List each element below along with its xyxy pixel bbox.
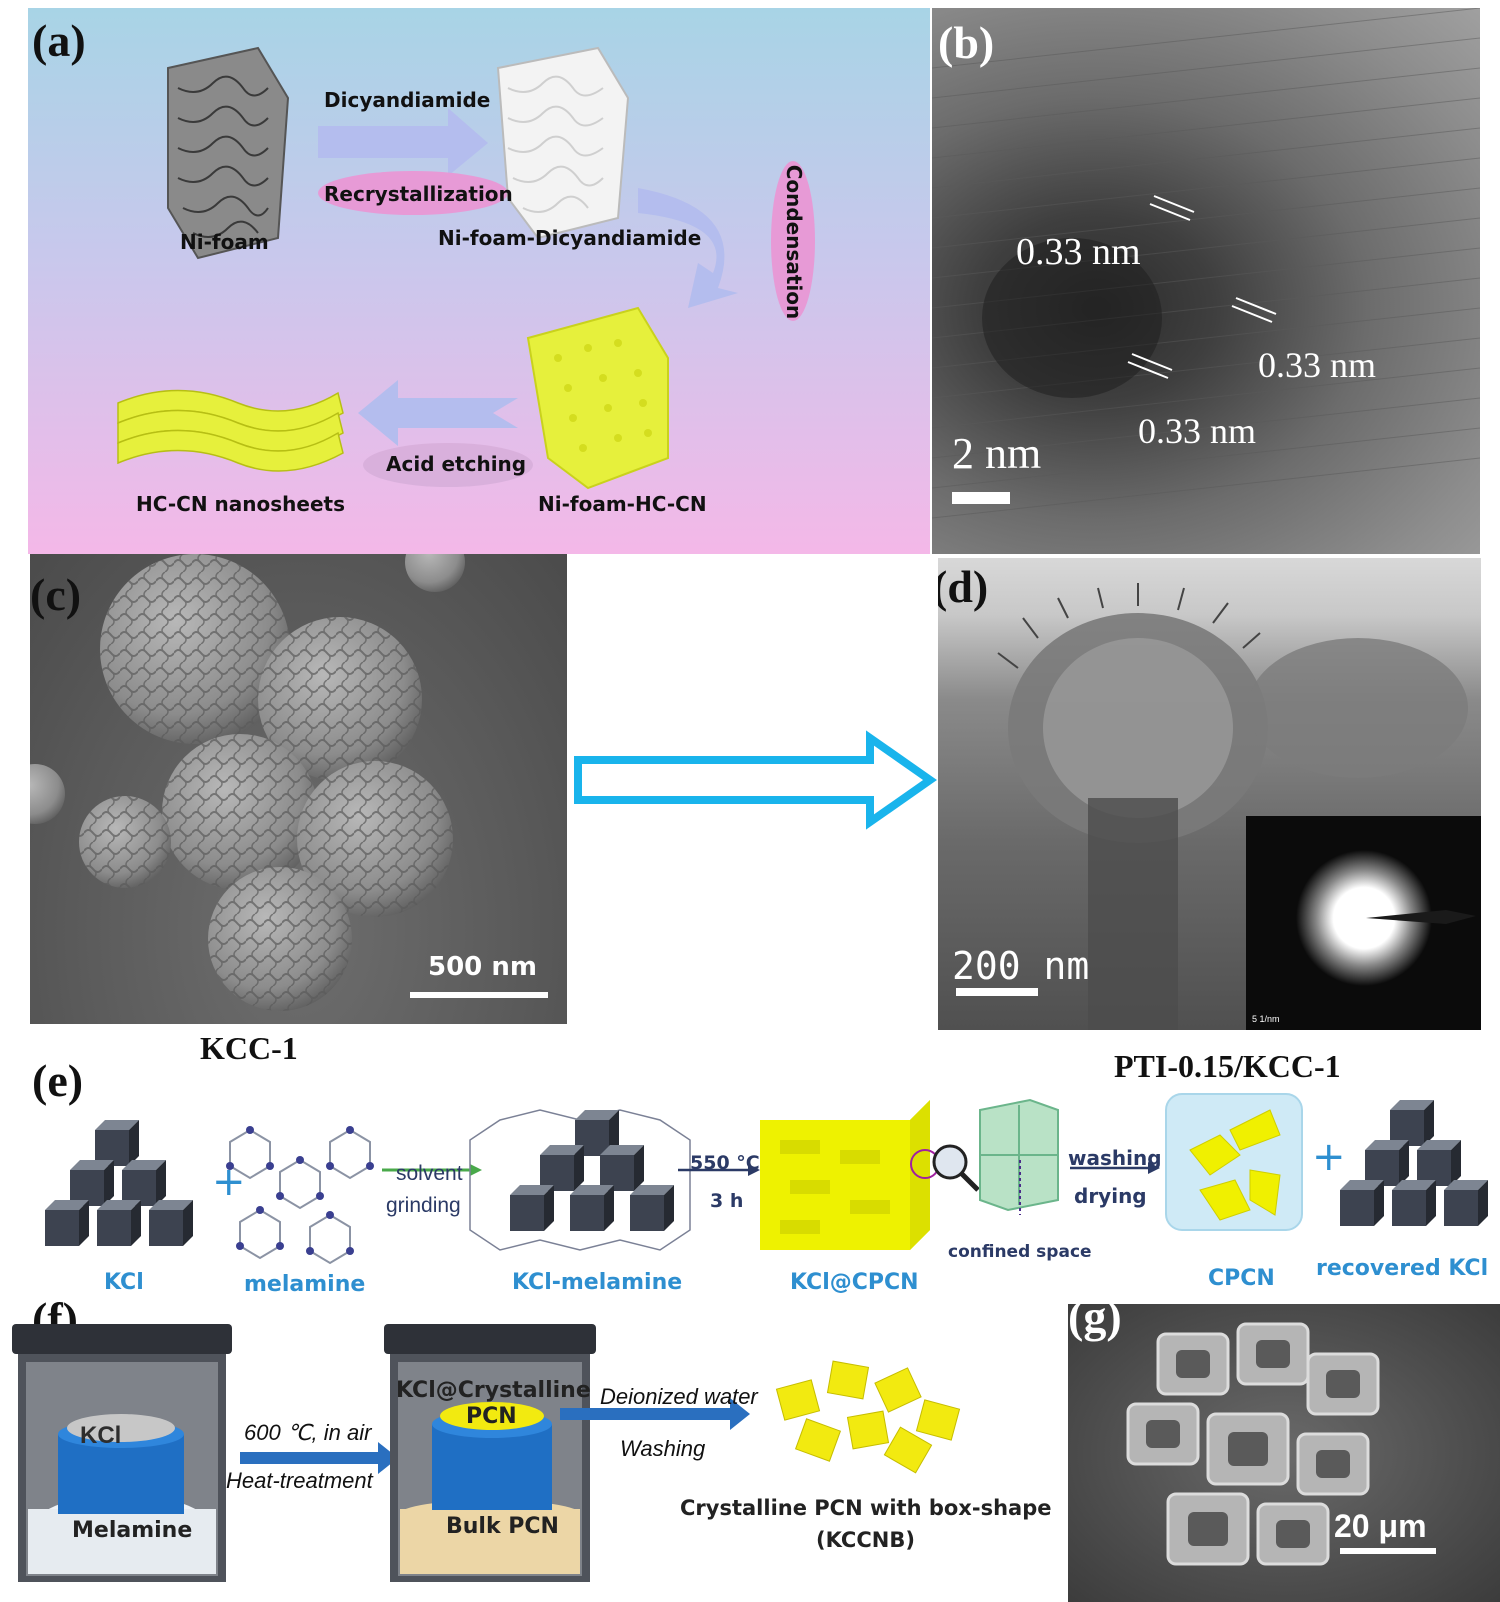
e-washing-label: washing [1068,1146,1162,1170]
panel-d-scale-text: 200 nm [952,944,1090,988]
panel-g-label: (g) [1068,1304,1122,1342]
arrow-recrystallization [318,108,488,176]
panel-g-scale-bar [1340,1548,1436,1554]
ni-foam-block [167,46,290,260]
hccn-nanosheets [117,389,344,472]
saed-scale-text: 5 1/nm [1252,1014,1280,1024]
f-bulk-label: Bulk PCN [446,1514,559,1539]
panel-d-spikes [997,583,1261,669]
panel-a: (a) Ni-foam Dicyandiamide Recrystallizat… [28,8,930,554]
panel-b-scale-text: 2 nm [952,429,1042,478]
arrow-washing-f [560,1398,750,1430]
e-grinding-label: grinding [386,1194,461,1217]
arrow-condensation [638,188,738,308]
kccnb-boxes [775,1360,961,1474]
recrystallization-oval [318,171,508,215]
panel-c-scale-bar [410,992,548,998]
panel-b-lattice [932,8,1480,519]
f-washing-label: Washing [620,1436,706,1461]
panel-b-label: (b) [938,17,995,68]
melamine-atoms [226,1126,374,1255]
caption-pti-kcc1: PTI-0.15/KCC-1 [1114,1048,1341,1084]
condensation-oval [771,161,815,321]
panel-d-structure [997,583,1468,1030]
label-acid-etching: Acid etching [386,452,527,476]
panel-f-diagram [12,1324,961,1582]
spacing-label-3: 0.33 nm [1138,411,1257,451]
saed-inset: 5 1/nm [1246,816,1481,1030]
panel-e-label: (e) [32,1055,84,1106]
recovered-kcl-cubes [1340,1100,1488,1226]
f-kcl-crystalline-label: KCl@Crystalline [396,1378,591,1403]
f-di-water-label: Deionized water [600,1384,758,1409]
label-dicyandiamide: Dicyandiamide [324,88,491,112]
cpcn-box [1165,1093,1303,1231]
magnifier-icon [932,1144,968,1180]
caption-kcc1: KCC-1 [200,1030,298,1066]
e-time-label: 3 h [710,1190,744,1212]
panel-g-sem: (g) 20 μm [1068,1304,1500,1602]
confined-space-cube [979,1098,1059,1215]
panel-b-hrtem: (b) 0.33 nm 0.33 nm 0.33 nm 2 nm [932,8,1480,554]
label-ni-foam: Ni-foam [180,230,269,254]
label-ni-foam-hccn: Ni-foam-HC-CN [538,492,707,516]
arrow-heat [240,1442,398,1474]
f-kcl-label: KCl [80,1422,122,1449]
saed-pattern [1296,850,1476,986]
panel-c-sem: (c) 500 nm [30,554,567,1024]
arrow-acid-etching [358,380,518,446]
jar-before [12,1324,232,1582]
ni-foam-hccn-block [526,306,669,490]
spacing-label-2: 0.33 nm [1258,345,1377,385]
arrow-c-to-d [574,730,937,830]
f-product-line2: (KCCNB) [816,1528,915,1552]
f-pcn-label: PCN [466,1404,517,1429]
e-temp-label: 550 °C [690,1152,760,1174]
lattice-markers [1127,195,1277,379]
kcl-melamine-cluster [469,1109,691,1251]
e-recovered-label: recovered KCl [1316,1256,1489,1281]
panel-b-scale-bar [952,492,1010,504]
acid-etching-oval [363,443,533,487]
label-ni-foam-dicyandiamide: Ni-foam-Dicyandiamide [438,226,702,250]
panel-c-label: (c) [30,569,82,620]
panel-c-scale-text: 500 nm [428,952,537,982]
label-hccn-nanosheets: HC-CN nanosheets [136,492,346,516]
panel-d-scale-overlay [956,988,1038,996]
label-condensation: Condensation [782,164,806,320]
jar-after [384,1324,596,1582]
e-drying-label: drying [1074,1184,1147,1208]
spacing-label-1: 0.33 nm [1016,231,1141,273]
e-kcl-melamine-label: KCl-melamine [512,1270,683,1295]
f-heat-label: Heat-treatment [226,1468,373,1493]
e-confined-label: confined space [948,1242,1092,1262]
panel-d-scale-bar [956,988,1038,996]
panel-c-spheres [30,554,548,1011]
ni-foam-dicyandiamide-block [496,46,630,240]
f-melamine-label: Melamine [72,1518,193,1543]
sem-spheres [30,554,465,1011]
kcl-cpcn-block [760,1100,930,1250]
e-solvent-label: solvent [396,1162,463,1185]
panel-d-tem: 5 1/nm (d) 200 nm [938,558,1481,1030]
panel-a-diagram [117,46,815,490]
melamine-network [229,1128,371,1265]
panel-g-scale-text: 20 μm [1334,1508,1427,1544]
label-recrystallization: Recrystallization [324,182,513,206]
f-temp-label: 600 ℃, in air [244,1420,372,1445]
e-kcl-label: KCl [104,1270,144,1295]
panel-e-diagram: + [45,1093,1488,1265]
kcl-cubes [45,1120,193,1246]
e-melamine-label: melamine [244,1272,366,1297]
f-product-line1: Crystalline PCN with box-shape [680,1496,1052,1520]
e-kcl-cpcn-label: KCl@CPCN [790,1270,919,1295]
panel-d-label: (d) [938,561,989,612]
e-cpcn-label: CPCN [1208,1266,1275,1291]
panel-a-label: (a) [32,15,86,66]
panel-g-boxes [1126,1322,1436,1566]
plus-2: + [1312,1134,1346,1180]
